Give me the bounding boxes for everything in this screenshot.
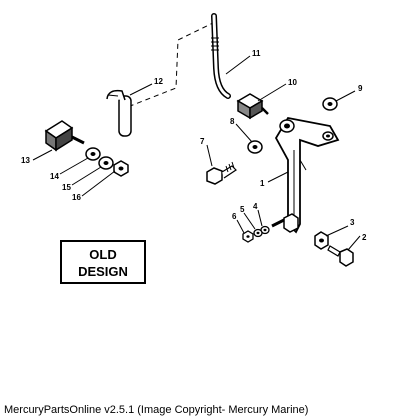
old-design-box: OLD DESIGN [60, 240, 146, 284]
part-6-nut [242, 230, 254, 243]
leader-lines [32, 55, 361, 251]
part-10-block [236, 93, 269, 120]
callout-13: 13 [21, 156, 30, 165]
part-14-washer [85, 147, 101, 161]
callout-14: 14 [50, 172, 59, 181]
callout-6: 6 [232, 212, 237, 221]
callout-10: 10 [288, 78, 297, 87]
callout-3: 3 [350, 218, 355, 227]
part-7-bolt [206, 161, 237, 185]
callout-15: 15 [62, 183, 71, 192]
old-design-line1: OLD [89, 247, 116, 262]
callout-16: 16 [72, 193, 81, 202]
part-2-bolt [327, 245, 354, 267]
footer-caption: MercuryPartsOnline v2.5.1 (Image Copyrig… [4, 404, 309, 416]
callout-11: 11 [252, 49, 261, 58]
part-1-lever [274, 116, 340, 234]
callout-5: 5 [240, 205, 245, 214]
part-11-rod [211, 13, 231, 99]
part-5-washer [253, 228, 263, 238]
part-16-nut [113, 160, 129, 177]
part-12-elbow [106, 89, 132, 137]
part-9-washer [322, 97, 338, 111]
part-13-block [44, 120, 85, 152]
callout-12: 12 [154, 77, 163, 86]
lever-stud [271, 213, 299, 233]
part-15-washer [98, 156, 114, 170]
callout-2: 2 [362, 233, 367, 242]
old-design-line2: DESIGN [78, 264, 128, 279]
callout-8: 8 [230, 117, 235, 126]
part-3-nut [314, 231, 329, 250]
part-8-washer [247, 140, 263, 154]
callout-9: 9 [358, 84, 363, 93]
callout-7: 7 [200, 137, 205, 146]
callout-4: 4 [253, 202, 258, 211]
parts-diagram: 1 2 3 4 5 6 7 8 9 10 11 12 13 14 15 16 O… [21, 13, 367, 284]
callout-1: 1 [260, 179, 265, 188]
dashed-bracket [119, 21, 216, 111]
